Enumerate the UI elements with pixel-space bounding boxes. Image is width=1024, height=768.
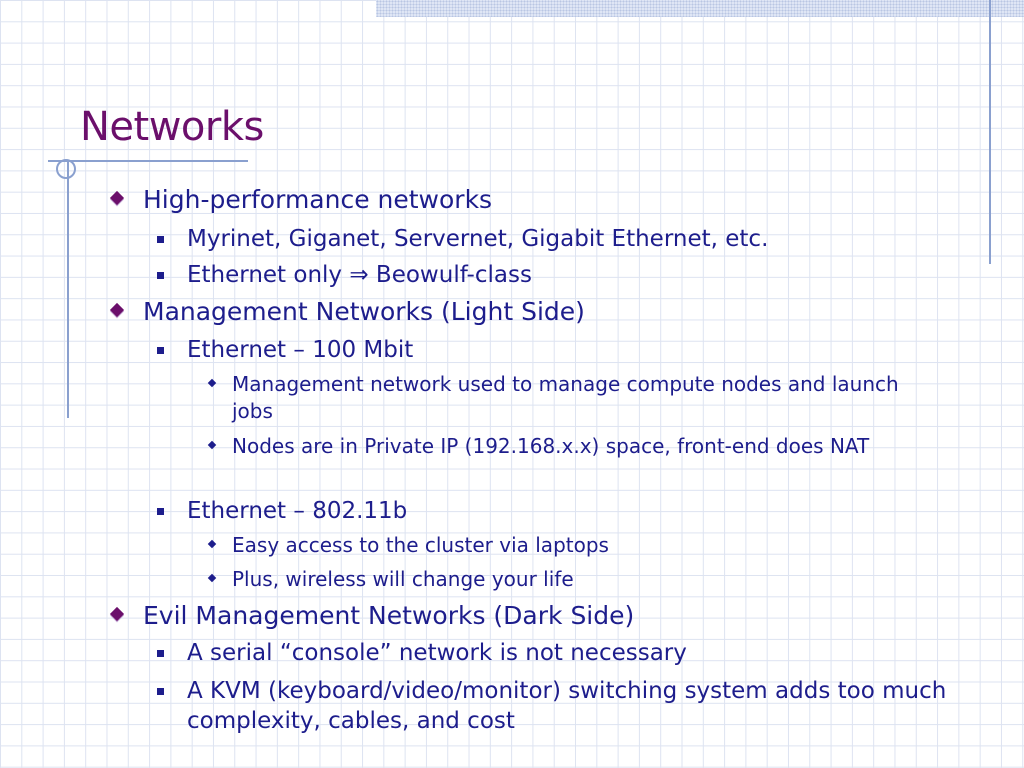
list-item-text: Plus, wireless will change your life: [232, 567, 574, 591]
list-item: Management Networks (Light Side): [109, 296, 963, 328]
small-diamond-bullet-icon: [207, 378, 217, 388]
list-item: Plus, wireless will change your life: [207, 566, 922, 593]
diamond-bullet-icon: [109, 190, 125, 206]
slide-title: Networks: [80, 104, 264, 150]
right-accent-line: [989, 0, 991, 264]
list-item-text: Myrinet, Giganet, Servernet, Gigabit Eth…: [187, 226, 769, 252]
square-bullet-icon: [157, 272, 164, 279]
list-item-text: Ethernet only ⇒ Beowulf-class: [187, 262, 532, 288]
list-item: High-performance networks: [109, 184, 963, 216]
square-bullet-icon: [157, 688, 164, 695]
list-item: Ethernet – 100 Mbit: [157, 335, 963, 365]
list-item-text: Easy access to the cluster via laptops: [232, 533, 609, 557]
list-item-text: A KVM (keyboard/video/monitor) switching…: [187, 678, 947, 734]
list-item: Easy access to the cluster via laptops: [207, 532, 922, 559]
list-item: Management network used to manage comput…: [207, 371, 922, 425]
list-item-text: Ethernet – 100 Mbit: [187, 337, 414, 363]
list-item-text: High-performance networks: [143, 185, 493, 214]
small-diamond-bullet-icon: [207, 573, 217, 583]
header-pattern-band: [376, 0, 1024, 17]
list-item-text: Management network used to manage comput…: [232, 372, 899, 423]
small-diamond-bullet-icon: [207, 539, 217, 549]
square-bullet-icon: [157, 347, 164, 354]
diamond-bullet-icon: [109, 606, 125, 622]
list-item: Myrinet, Giganet, Servernet, Gigabit Eth…: [157, 224, 963, 254]
title-underline: [48, 160, 248, 162]
list-item: Ethernet – 802.11b: [157, 496, 963, 526]
corner-circle-ornament: [56, 159, 76, 179]
list-item: Evil Management Networks (Dark Side): [109, 600, 963, 632]
square-bullet-icon: [157, 650, 164, 657]
small-diamond-bullet-icon: [207, 440, 217, 450]
list-item-text: Evil Management Networks (Dark Side): [143, 601, 635, 630]
list-item-text: Management Networks (Light Side): [143, 297, 585, 326]
diamond-bullet-icon: [109, 302, 125, 318]
list-item-text: Ethernet – 802.11b: [187, 498, 408, 524]
square-bullet-icon: [157, 508, 164, 515]
left-accent-line: [67, 160, 69, 418]
list-item: A KVM (keyboard/video/monitor) switching…: [157, 676, 963, 736]
list-item: Nodes are in Private IP (192.168.x.x) sp…: [207, 433, 922, 460]
list-item-text: Nodes are in Private IP (192.168.x.x) sp…: [232, 434, 870, 458]
list-item: A serial “console” network is not necess…: [157, 638, 963, 668]
square-bullet-icon: [157, 236, 164, 243]
list-item: Ethernet only ⇒ Beowulf-class: [157, 260, 963, 290]
list-item-text: A serial “console” network is not necess…: [187, 640, 687, 666]
